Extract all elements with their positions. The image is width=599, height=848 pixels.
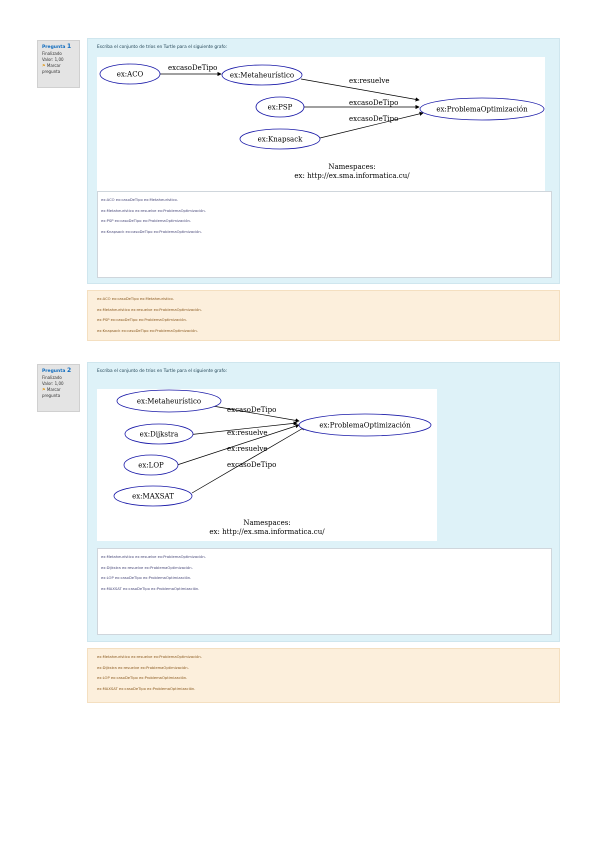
flag-question-button[interactable]: ⚑ Marcar pregunta bbox=[42, 387, 75, 399]
edge-label-3: excasoDeTipo bbox=[349, 99, 398, 107]
node-label-prob: ex:ProblemaOptimización bbox=[319, 422, 411, 430]
node-label-lop: ex:LOP bbox=[138, 462, 164, 470]
question-number: 1 bbox=[66, 43, 72, 50]
answer-line: ex:Knapsack ex:casoDeTipo ex:ProblemaOpt… bbox=[101, 229, 202, 234]
edge-label-2: ex:resuelve bbox=[349, 77, 390, 85]
question-info-1: Pregunta 1 Finalizado Valor: 1,00 ⚑ Marc… bbox=[37, 40, 80, 88]
edge-label-2: ex:resuelve bbox=[227, 429, 268, 437]
question-status: Finalizado bbox=[42, 51, 62, 56]
question-number-2: Pregunta 2 bbox=[42, 368, 75, 375]
answer-line: ex:Metaheurístico ex:resuelve ex:Problem… bbox=[101, 555, 206, 559]
rdf-graph-2: excasoDeTipo ex:resuelve ex:resuelve exc… bbox=[97, 389, 437, 541]
feedback-1: ex:ACO ex:casoDeTipo ex:Metaheurístico. … bbox=[87, 290, 560, 341]
node-ellipse-meta bbox=[221, 64, 303, 86]
edge-label-4: excasoDeTipo bbox=[349, 115, 398, 123]
node-ellipse-lop bbox=[123, 454, 179, 476]
feedback-line: ex:Dijkstra ex:resuelve ex:ProblemaOptim… bbox=[97, 665, 189, 670]
node-label-dijk: ex:Dijkstra bbox=[140, 431, 179, 439]
question-label: Pregunta bbox=[42, 45, 66, 50]
node-label-prob: ex:ProblemaOptimización bbox=[436, 106, 528, 114]
flag-question-button[interactable]: ⚑ Marcar pregunta bbox=[42, 63, 75, 75]
node-label-knap: ex:Knapsack bbox=[258, 136, 304, 144]
question-mark: Valor: 1,00 bbox=[42, 57, 64, 62]
node-ellipse-prob bbox=[298, 413, 432, 437]
edge-label-1: excasoDeTipo bbox=[168, 64, 217, 72]
node-ellipse-knap bbox=[239, 128, 321, 150]
edge-meta-prob bbox=[300, 78, 420, 102]
edge-label-3: ex:resuelve bbox=[227, 445, 268, 453]
feedback-line: ex:ACO ex:casoDeTipo ex:Metaheurístico. bbox=[97, 297, 174, 301]
answer-line: ex:MAXSAT ex:casoDeTipo ex:ProblemaOptim… bbox=[101, 586, 200, 591]
edge-label-4: excasoDeTipo bbox=[227, 461, 276, 469]
answer-line: ex:ACO ex:casoDeTipo ex:Metaheurístico. bbox=[101, 198, 178, 202]
question-status: Finalizado bbox=[42, 375, 62, 380]
feedback-line: ex:Metaheurístico ex:resuelve ex:Problem… bbox=[97, 655, 202, 659]
node-ellipse-aco bbox=[99, 63, 161, 85]
node-ellipse-psp bbox=[255, 96, 305, 118]
node-label-meta: ex:Metaheurístico bbox=[137, 398, 201, 406]
feedback-line: ex:LOP ex:casoDeTipo ex:ProblemaOptimiza… bbox=[97, 676, 188, 680]
question-number: 2 bbox=[66, 367, 72, 374]
answer-line: ex:LOP ex:casoDeTipo ex:ProblemaOptimiza… bbox=[101, 576, 192, 580]
flag-question-label: Marcar pregunta bbox=[42, 387, 61, 398]
question-info-2: Pregunta 2 Finalizado Valor: 1,00 ⚑ Marc… bbox=[37, 364, 80, 412]
answer-line: ex:Metaheurístico ex:resuelve ex:Problem… bbox=[101, 208, 206, 213]
edge-label-1: excasoDeTipo bbox=[227, 406, 276, 414]
question-mark: Valor: 1,00 bbox=[42, 381, 64, 386]
answer-textarea-2[interactable]: ex:Metaheurístico ex:resuelve ex:Problem… bbox=[97, 548, 552, 635]
node-label-psp: ex:PSP bbox=[268, 104, 293, 112]
answer-line: ex:Dijkstra ex:resuelve ex:ProblemaOptim… bbox=[101, 565, 193, 570]
node-ellipse-prob bbox=[419, 97, 545, 121]
flag-icon: ⚑ bbox=[42, 63, 46, 68]
feedback-line: ex:Metaheurístico ex:resuelve ex:Problem… bbox=[97, 307, 202, 312]
question-number-1: Pregunta 1 bbox=[42, 44, 75, 51]
rdf-graph-svg-2: excasoDeTipo ex:resuelve ex:resuelve exc… bbox=[113, 389, 432, 536]
feedback-2: ex:Metaheurístico ex:resuelve ex:Problem… bbox=[87, 648, 560, 703]
rdf-graph-svg-1: excasoDeTipo ex:resuelve excasoDeTipo ex… bbox=[99, 63, 545, 180]
question-text-1: Escriba el conjunto de tríos en Turtle p… bbox=[97, 45, 228, 50]
question-formulation-2: Escriba el conjunto de tríos en Turtle p… bbox=[87, 362, 560, 642]
node-ellipse-meta bbox=[116, 389, 222, 413]
feedback-line: ex:MAXSAT ex:casoDeTipo ex:ProblemaOptim… bbox=[97, 686, 196, 691]
question-text-2: Escriba el conjunto de tríos en Turtle p… bbox=[97, 369, 228, 374]
feedback-line: ex:PSP ex:casoDeTipo ex:ProblemaOptimiza… bbox=[97, 318, 188, 322]
question-formulation-1: Escriba el conjunto de tríos en Turtle p… bbox=[87, 38, 560, 284]
node-ellipse-max bbox=[113, 485, 193, 507]
edge-dijk-prob bbox=[186, 421, 298, 436]
node-ellipse-dijk bbox=[124, 423, 194, 445]
namespace-title-2: Namespaces: bbox=[243, 519, 290, 527]
question-label: Pregunta bbox=[42, 369, 66, 374]
flag-icon: ⚑ bbox=[42, 387, 46, 392]
edge-knap-prob bbox=[319, 111, 424, 139]
node-label-meta: ex:Metaheurístico bbox=[230, 72, 294, 80]
namespace-title-1: Namespaces: bbox=[328, 163, 375, 171]
edge-max-prob bbox=[191, 426, 306, 494]
answer-line: ex:PSP ex:casoDeTipo ex:ProblemaOptimiza… bbox=[101, 219, 192, 223]
node-label-aco: ex:ACO bbox=[117, 71, 144, 79]
feedback-line: ex:Knapsack ex:casoDeTipo ex:ProblemaOpt… bbox=[97, 328, 198, 333]
namespace-value-2: ex: http://ex.sma.informatica.cu/ bbox=[209, 528, 325, 536]
node-label-max: ex:MAXSAT bbox=[132, 493, 174, 501]
edge-lop-prob bbox=[176, 424, 300, 466]
edge-meta-prob bbox=[206, 404, 300, 423]
namespace-value-1: ex: http://ex.sma.informatica.cu/ bbox=[294, 172, 410, 180]
flag-question-label: Marcar pregunta bbox=[42, 63, 61, 74]
answer-textarea-1[interactable]: ex:ACO ex:casoDeTipo ex:Metaheurístico. … bbox=[97, 191, 552, 278]
